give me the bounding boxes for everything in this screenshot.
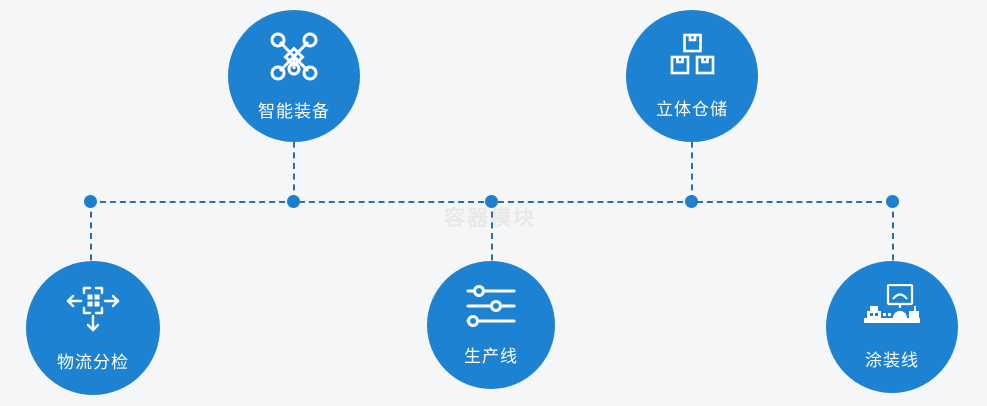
junction-node-coat[interactable] bbox=[886, 195, 899, 208]
sliders-icon bbox=[465, 284, 517, 328]
bubble-coating-line[interactable]: 涂装线 bbox=[826, 261, 958, 393]
sorting-grid-icon bbox=[65, 284, 121, 334]
connector-branch-ware bbox=[691, 131, 693, 201]
bubble-stereo-warehouse[interactable]: 立体仓储 bbox=[626, 10, 758, 142]
bubble-label-logistics-sorting: 物流分检 bbox=[57, 352, 129, 372]
stacked-boxes-icon bbox=[666, 33, 718, 81]
junction-node-ware[interactable] bbox=[685, 195, 698, 208]
connector-branch-smart bbox=[293, 131, 295, 201]
bubble-production-line[interactable]: 生产线 bbox=[427, 261, 555, 389]
junction-node-sort[interactable] bbox=[84, 195, 97, 208]
bubble-label-coating-line: 涂装线 bbox=[865, 350, 919, 370]
bubble-smart-equipment[interactable]: 智能装备 bbox=[228, 10, 360, 142]
network-nodes-icon bbox=[268, 31, 320, 83]
bubble-label-stereo-warehouse: 立体仓储 bbox=[656, 99, 728, 119]
connector-branch-prod bbox=[491, 201, 493, 271]
bubble-label-production-line: 生产线 bbox=[464, 346, 518, 366]
junction-node-smart[interactable] bbox=[287, 195, 300, 208]
bubble-logistics-sorting[interactable]: 物流分检 bbox=[26, 261, 160, 395]
paint-booth-icon bbox=[862, 283, 922, 330]
watermark-label: 容器模块 bbox=[444, 207, 536, 230]
connector-branch-coat bbox=[892, 201, 894, 271]
connector-branch-sort bbox=[90, 201, 92, 271]
junction-node-prod[interactable] bbox=[485, 195, 498, 208]
bubble-label-smart-equipment: 智能装备 bbox=[258, 101, 330, 121]
